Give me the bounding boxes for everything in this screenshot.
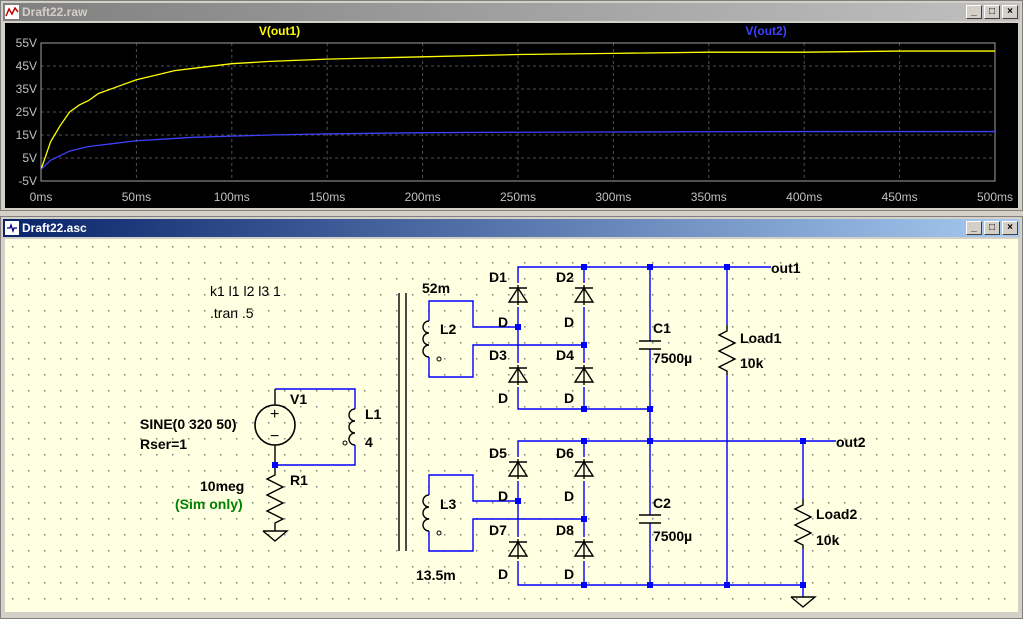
x-tick-label: 200ms (405, 190, 441, 204)
plot-frame (40, 42, 996, 182)
waveform-chart[interactable]: 55V 45V 35V 25V 15V 5V -5V 0ms 50ms 100ms 150ms 200… (5, 23, 1018, 208)
schematic-window-titlebar[interactable]: Draft22.asc _ □ × (3, 219, 1020, 237)
waveform-plot-area[interactable]: 55V 45V 35V 25V 15V 5V -5V 0ms 50ms 100ms 150ms 200… (5, 23, 1018, 208)
y-tick-label: -5V (18, 174, 37, 188)
d3-label[interactable]: D3 (489, 347, 507, 363)
svg-text:+: + (270, 406, 279, 423)
c2-value[interactable]: 7500µ (653, 528, 692, 544)
schematic-drawing[interactable]: k1 l1 l2 l3 1 .tran .5 + − V1 SINE(0 320… (5, 239, 1018, 612)
schematic-window-title: Draft22.asc (22, 221, 87, 235)
x-tick-label: 450ms (882, 190, 918, 204)
close-button[interactable]: × (1002, 5, 1018, 19)
d6-model[interactable]: D (564, 488, 574, 504)
schematic-icon (5, 221, 19, 235)
x-tick-label: 500ms (977, 190, 1013, 204)
d7-model[interactable]: D (498, 566, 508, 582)
d8-label[interactable]: D8 (556, 522, 574, 538)
series-line-2[interactable] (40, 130, 995, 170)
series-line-1[interactable] (40, 50, 995, 170)
inductor-l1[interactable] (342, 408, 356, 446)
l1-label[interactable]: L1 (365, 406, 382, 422)
d5-label[interactable]: D5 (489, 445, 507, 461)
v1-value[interactable]: SINE(0 320 50) (140, 416, 237, 432)
minimize-button[interactable]: _ (966, 5, 982, 19)
d6-label[interactable]: D6 (556, 445, 574, 461)
y-tick-label: 25V (16, 105, 37, 119)
y-tick-label: 45V (16, 59, 37, 73)
maximize-button[interactable]: □ (984, 221, 1000, 235)
x-tick-label: 250ms (500, 190, 536, 204)
l1-value[interactable]: 4 (365, 434, 373, 450)
y-tick-label: 55V (16, 36, 37, 50)
plot-window-titlebar[interactable]: Draft22.raw _ □ × (3, 3, 1020, 21)
lower-bridge-wires (428, 440, 836, 597)
primary-wires (275, 388, 356, 466)
inductor-l2[interactable] (422, 320, 442, 362)
resistor-r1[interactable] (262, 465, 289, 542)
d1-label[interactable]: D1 (489, 269, 507, 285)
d7-label[interactable]: D7 (489, 522, 507, 538)
x-tick-label: 50ms (122, 190, 151, 204)
net-label-out1[interactable]: out1 (771, 260, 801, 276)
upper-bridge-wires (428, 266, 771, 585)
c1-value[interactable]: 7500µ (653, 350, 692, 366)
capacitor-c1[interactable] (639, 340, 661, 350)
d1-model[interactable]: D (498, 314, 508, 330)
schematic-window: Draft22.asc _ □ × k1 l1 l2 l3 1 .tran .5 (0, 216, 1023, 619)
minimize-button[interactable]: _ (966, 221, 982, 235)
load1-value[interactable]: 10k (740, 355, 764, 371)
y-tick-label: 5V (22, 151, 37, 165)
d2-model[interactable]: D (564, 314, 574, 330)
y-tick-label: 35V (16, 82, 37, 96)
c2-label[interactable]: C2 (653, 495, 671, 511)
junction-dot (272, 462, 278, 468)
close-button[interactable]: × (1002, 221, 1018, 235)
d5-model[interactable]: D (498, 488, 508, 504)
plot-window: Draft22.raw _ □ × 55V 45V 35V 25V 15V 5V -5V 0m… (0, 0, 1023, 211)
directive-coupling[interactable]: k1 l1 l2 l3 1 (210, 283, 281, 299)
inductor-l3[interactable] (422, 494, 442, 536)
resistor-load1[interactable] (717, 325, 737, 375)
waveform-icon (5, 5, 19, 19)
maximize-button[interactable]: □ (984, 5, 1000, 19)
net-label-out2[interactable]: out2 (836, 434, 866, 450)
resistor-load2[interactable] (793, 499, 813, 549)
d2-label[interactable]: D2 (556, 269, 574, 285)
series-label-2[interactable]: V(out2) (745, 24, 786, 38)
x-tick-label: 150ms (309, 190, 345, 204)
x-tick-label: 350ms (691, 190, 727, 204)
l3-value[interactable]: 13.5m (416, 567, 456, 583)
x-tick-label: 300ms (595, 190, 631, 204)
d3-model[interactable]: D (498, 390, 508, 406)
ground-symbol (790, 596, 817, 608)
l2-value[interactable]: 52m (422, 280, 450, 296)
v1-label[interactable]: V1 (290, 391, 307, 407)
load1-label[interactable]: Load1 (740, 330, 781, 346)
directive-tran[interactable]: .tran .5 (210, 305, 254, 321)
plot-window-title: Draft22.raw (22, 5, 88, 19)
r1-label[interactable]: R1 (290, 472, 308, 488)
x-tick-label: 0ms (30, 190, 53, 204)
load2-label[interactable]: Load2 (816, 506, 857, 522)
y-tick-label: 15V (16, 128, 37, 142)
d4-model[interactable]: D (564, 390, 574, 406)
r1-sim-only-note: (Sim only) (175, 496, 243, 512)
l2-label[interactable]: L2 (440, 321, 457, 337)
v1-rser[interactable]: Rser=1 (140, 436, 187, 452)
schematic-canvas[interactable]: k1 l1 l2 l3 1 .tran .5 + − V1 SINE(0 320… (5, 239, 1018, 612)
load2-value[interactable]: 10k (816, 532, 840, 548)
d8-model[interactable]: D (564, 566, 574, 582)
x-tick-label: 400ms (786, 190, 822, 204)
svg-text:−: − (270, 428, 279, 445)
junction-dots (515, 264, 806, 588)
x-tick-label: 100ms (214, 190, 250, 204)
l3-label[interactable]: L3 (440, 496, 457, 512)
d4-label[interactable]: D4 (556, 347, 574, 363)
voltage-source-v1[interactable]: + − (254, 389, 296, 465)
r1-value[interactable]: 10meg (200, 478, 244, 494)
capacitor-c2[interactable] (639, 514, 661, 524)
c1-label[interactable]: C1 (653, 320, 671, 336)
series-label-1[interactable]: V(out1) (259, 24, 300, 38)
